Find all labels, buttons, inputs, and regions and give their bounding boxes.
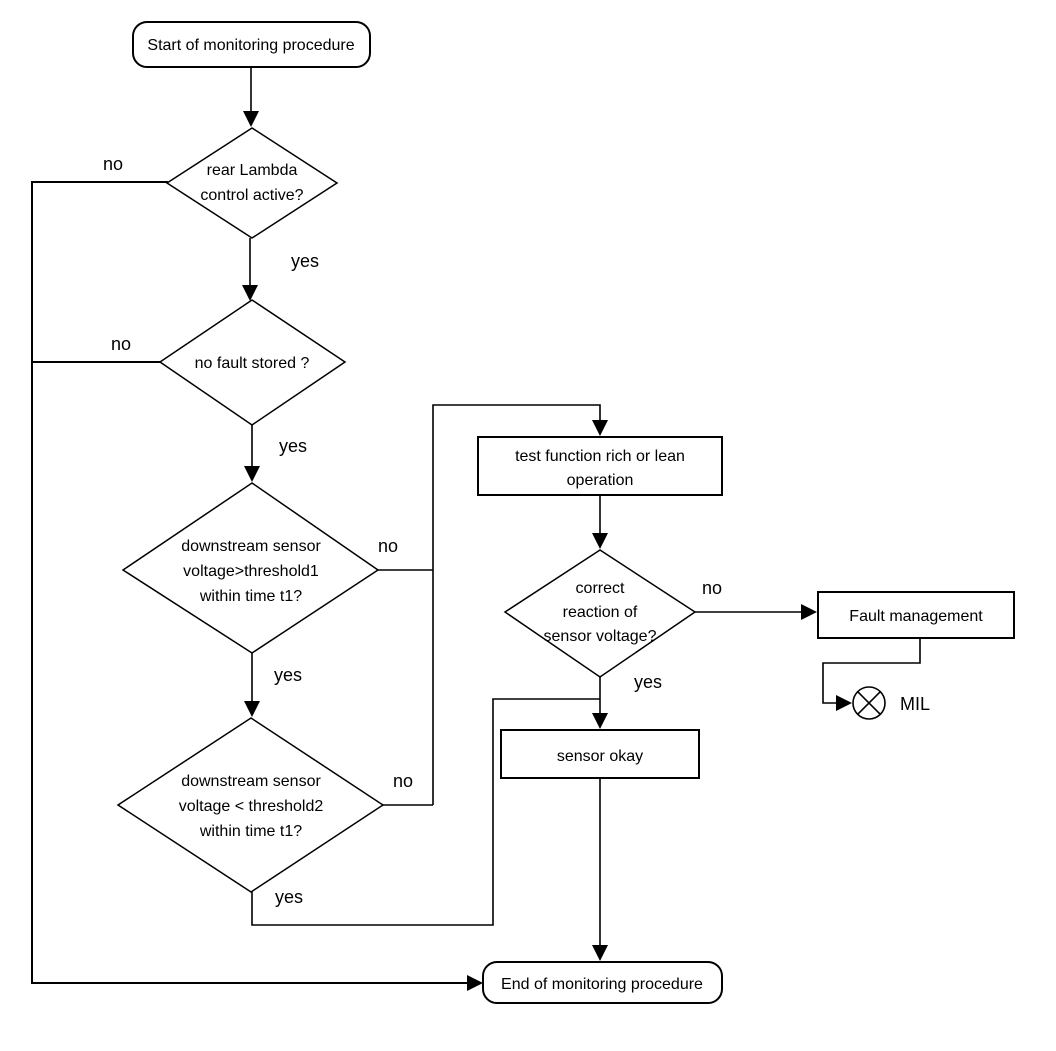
fault-management-label: Fault management (849, 608, 983, 625)
node-decision-no-fault-stored (158, 299, 347, 426)
d1-label-line1: rear Lambda (207, 162, 298, 179)
edge-rail-to-test (432, 404, 601, 805)
d5-label-line3: sensor voltage? (544, 628, 657, 645)
arrowhead-down-icon (243, 111, 259, 127)
arrowhead-down-icon (592, 420, 608, 436)
arrowhead-down-icon (592, 533, 608, 549)
mil-lamp-cross-icon (857, 691, 881, 715)
test-label-line1: test function rich or lean (515, 448, 685, 465)
d3-no-label: no (378, 536, 398, 556)
d4-label-line2: voltage < threshold2 (179, 798, 324, 815)
d3-label-line1: downstream sensor (181, 538, 321, 555)
d5-yes-label: yes (634, 672, 662, 692)
arrowhead-right-icon (836, 695, 852, 711)
d1-no-label: no (103, 154, 123, 174)
node-decision-threshold2 (116, 717, 385, 893)
node-process-sensor-okay (500, 729, 700, 779)
arrowhead-down-icon (244, 466, 260, 482)
node-decision-correct-reaction (503, 549, 697, 678)
edge-fault-to-mil (822, 638, 921, 704)
edge-d4-yes-to-sensor-okay (251, 698, 600, 926)
node-end-terminator (482, 961, 723, 1004)
arrowhead-right-icon (467, 975, 483, 991)
d4-yes-label: yes (275, 887, 303, 907)
arrowhead-right-icon (801, 604, 817, 620)
d5-label-line1: correct (576, 580, 625, 597)
d3-yes-label: yes (274, 665, 302, 685)
d5-label-line2: reaction of (563, 604, 638, 621)
node-start-terminator (132, 21, 371, 68)
mil-label: MIL (900, 694, 930, 714)
test-label-line2: operation (567, 472, 634, 489)
start-label: Start of monitoring procedure (147, 37, 354, 54)
node-decision-threshold1 (121, 482, 380, 654)
arrowhead-down-icon (244, 701, 260, 717)
d1-yes-label: yes (291, 251, 319, 271)
d3-label-line3: within time t1? (199, 588, 302, 605)
node-process-test-function (477, 436, 723, 496)
node-decision-rear-lambda (165, 127, 339, 239)
arrowhead-down-icon (592, 945, 608, 961)
sensor-okay-label: sensor okay (557, 748, 643, 765)
d1-label-line2: control active? (200, 187, 303, 204)
d2-label-line1: no fault stored ? (195, 355, 310, 372)
arrowhead-down-icon (592, 713, 608, 729)
d2-no-label: no (111, 334, 131, 354)
arrowhead-down-icon (242, 285, 258, 301)
d4-no-label: no (393, 771, 413, 791)
edge-d1-no-to-end (31, 181, 467, 984)
d5-no-label: no (702, 578, 722, 598)
d4-label-line3: within time t1? (199, 823, 302, 840)
d3-label-line2: voltage>threshold1 (183, 563, 319, 580)
d2-yes-label: yes (279, 436, 307, 456)
end-label: End of monitoring procedure (501, 976, 703, 993)
node-process-fault-management (817, 591, 1015, 639)
d4-label-line1: downstream sensor (181, 773, 321, 790)
